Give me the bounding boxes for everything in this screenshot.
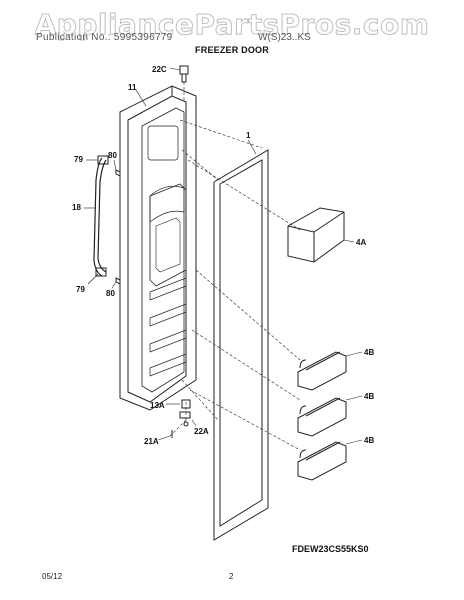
callout-22C: 22C — [152, 65, 167, 74]
callout-1: 1 — [246, 131, 251, 140]
publication-number: Publication No.: 5995396779 — [36, 32, 173, 43]
handle-screws — [115, 169, 121, 285]
callout-4B-2: 4B — [364, 392, 374, 401]
callout-18: 18 — [72, 203, 81, 212]
callout-13A: 13A — [150, 401, 165, 410]
callout-leaders — [84, 67, 363, 445]
callout-80-bottom: 80 — [106, 289, 115, 298]
model-number: FDEW23CS55KS0 — [292, 544, 369, 554]
door-gasket — [213, 149, 269, 541]
watermark-logo: AppliancePartsPros.com — [34, 8, 430, 42]
model-series: W(S)23..KS — [258, 32, 311, 43]
door-bin-1 — [297, 351, 347, 391]
door-inner-shelves — [149, 277, 187, 377]
callout-4A: 4A — [356, 238, 366, 247]
door-inner-liner — [141, 107, 187, 393]
revision-date: 05/12 — [42, 572, 63, 581]
callout-21A: 21A — [144, 437, 159, 446]
door-handle — [93, 155, 109, 277]
callout-4B-1: 4B — [364, 348, 374, 357]
bottom-hinge-parts — [171, 399, 191, 438]
callout-11: 11 — [128, 83, 137, 92]
assembly-dashed-lines — [169, 82, 301, 451]
callout-80-top: 80 — [108, 151, 117, 160]
callout-4B-3: 4B — [364, 436, 374, 445]
hinge-pin-top — [179, 65, 189, 83]
page-title: FREEZER DOOR — [195, 45, 269, 55]
upper-bin — [287, 207, 345, 263]
door-bin-2 — [297, 397, 347, 437]
door-bin-3 — [297, 441, 347, 481]
page-number: 2 — [229, 572, 234, 581]
callout-22A: 22A — [194, 427, 209, 436]
callout-79-bottom: 79 — [76, 285, 85, 294]
freezer-door-outer-panel — [119, 85, 197, 411]
callout-79-top: 79 — [74, 155, 83, 164]
